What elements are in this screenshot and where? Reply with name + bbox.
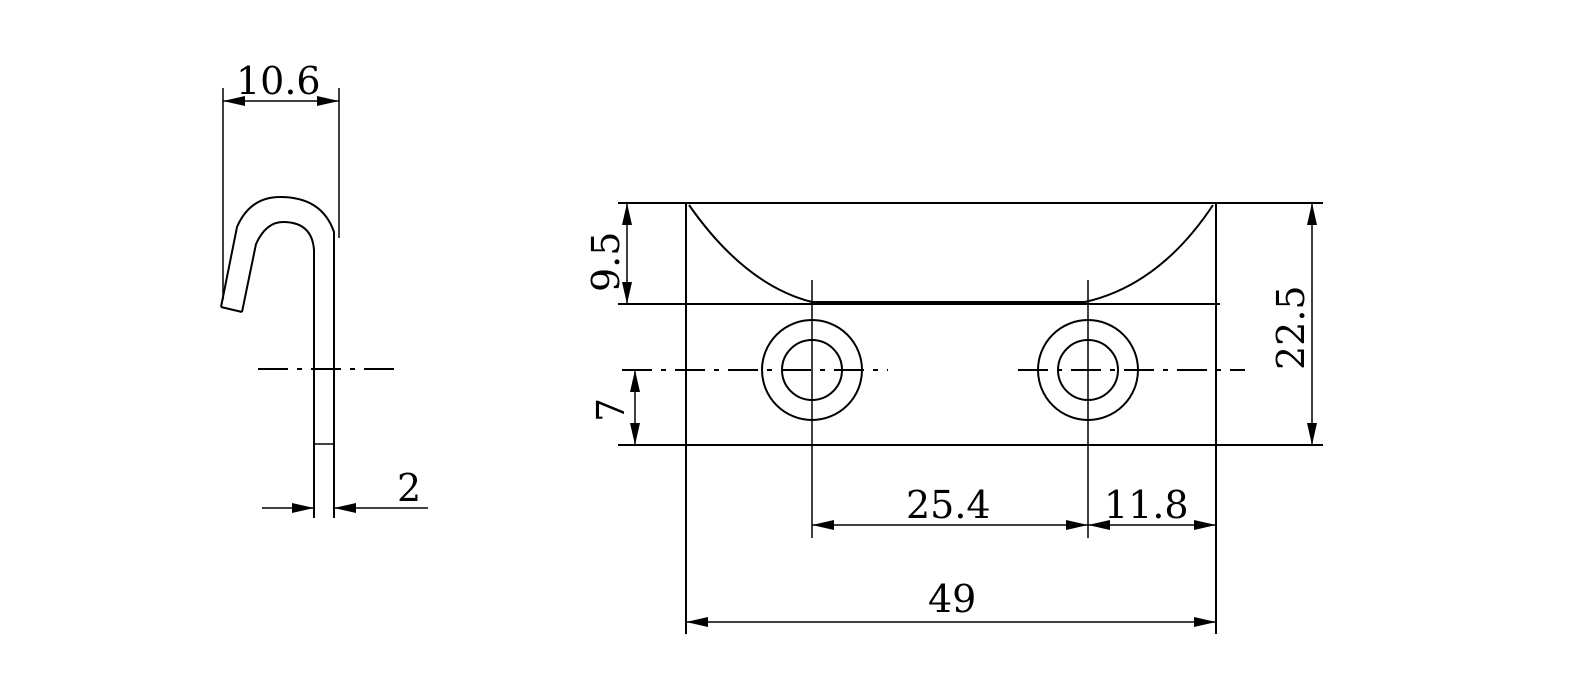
front-view: 9.5 7 22.5 25.4 11.8 49 xyxy=(584,202,1323,634)
dim-11-8-arrow-right xyxy=(1194,520,1216,530)
dim-7-arrow-top xyxy=(630,370,640,392)
dim-11-8-arrow-left xyxy=(1088,520,1110,530)
hook-outer-outline xyxy=(220,195,335,518)
dim-7-arrow-bottom xyxy=(630,423,640,445)
side-view: 10.6 2 xyxy=(220,59,428,518)
dim-22-5-label: 22.5 xyxy=(1269,285,1313,370)
dim-49-arrow-left xyxy=(686,617,708,627)
dim-25-4-arrow-right xyxy=(1066,520,1088,530)
dim-2-arrow-left xyxy=(292,503,314,513)
dim-7-label: 7 xyxy=(589,398,633,422)
hook-curve-outline xyxy=(688,204,1214,303)
dim-9-5-arrow-bottom xyxy=(622,282,632,304)
dim-10-6-arrow-left xyxy=(223,96,245,106)
dim-22-5-arrow-bottom xyxy=(1307,423,1317,445)
dim-22-5-arrow-top xyxy=(1307,203,1317,225)
hook-inner-outline xyxy=(241,220,315,518)
dim-10-6-label: 10.6 xyxy=(236,59,321,103)
dim-25-4-arrow-left xyxy=(812,520,834,530)
dim-2-arrow-right xyxy=(334,503,356,513)
dim-11-8-label: 11.8 xyxy=(1104,483,1189,527)
dim-9-5-label: 9.5 xyxy=(584,232,628,292)
hook-tip-edge xyxy=(220,306,243,313)
dim-10-6-arrow-right xyxy=(317,96,339,106)
dim-25-4-label: 25.4 xyxy=(906,483,991,527)
dim-2-label: 2 xyxy=(397,466,421,510)
dim-9-5-arrow-top xyxy=(622,203,632,225)
dim-49-arrow-right xyxy=(1194,617,1216,627)
dim-49-label: 49 xyxy=(928,577,976,621)
